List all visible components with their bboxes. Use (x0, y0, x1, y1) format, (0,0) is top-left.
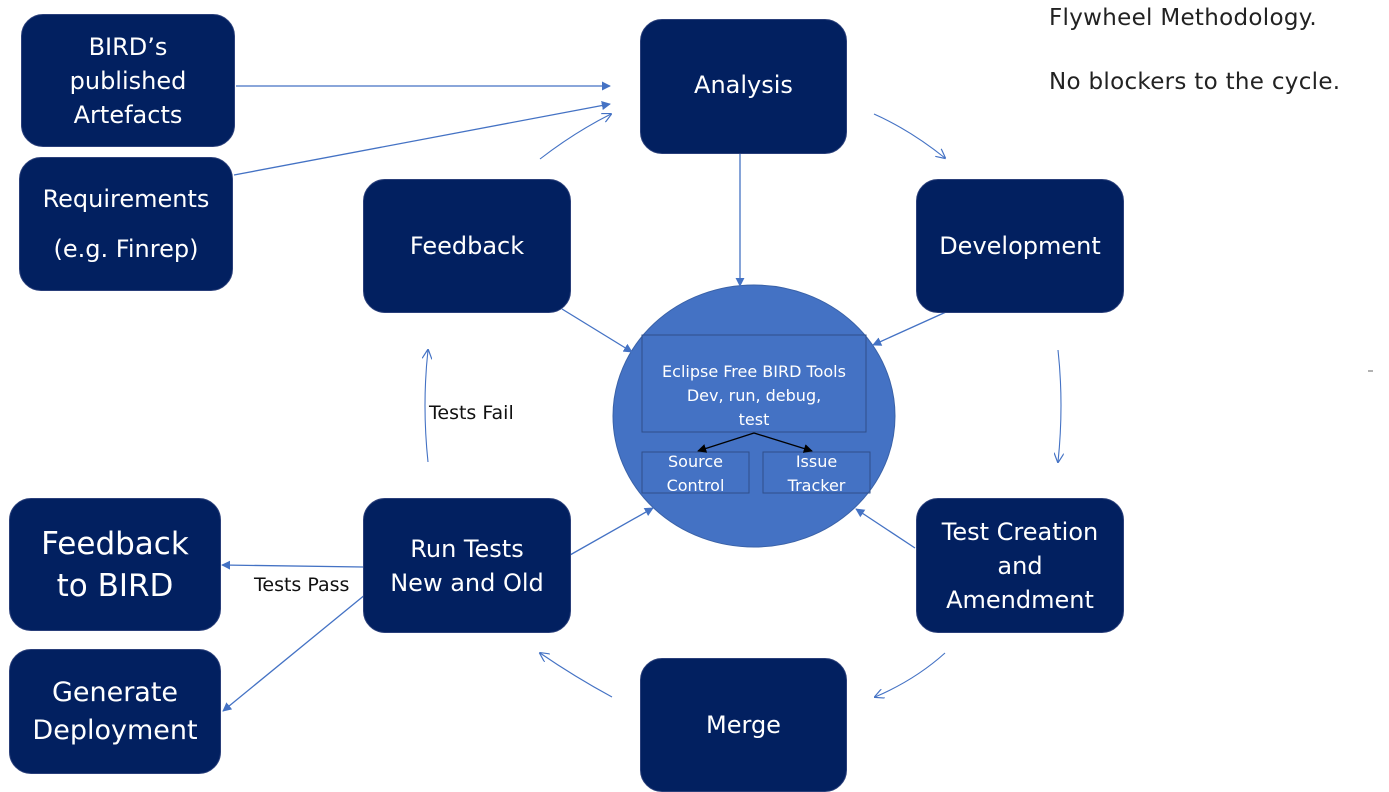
hub-source-control-label: Source Control (666, 452, 725, 495)
edge-feedback-to-analysis (539, 114, 611, 160)
edge-run-tests-to-feedback-to-bird (221, 560, 364, 570)
edge-development-to-test-creation (1058, 349, 1061, 462)
edge-requirements-to-analysis (233, 101, 611, 176)
node-run-tests: Run Tests New and Old (363, 498, 571, 633)
hub-circle (612, 284, 896, 548)
edge-run-tests-to-generate-deployment (222, 593, 367, 712)
edge-label-tests-fail: Tests Fail (429, 402, 514, 424)
edge-analysis-to-development (873, 113, 945, 158)
hub-tools-frame (641, 334, 867, 433)
hub-tools-label: Eclipse Free BIRD Tools Dev, run, debug,… (662, 362, 846, 429)
node-bird-artefacts: BIRD’s published Artefacts (21, 14, 235, 147)
edge-test-creation-to-merge (875, 652, 946, 697)
note-subtitle: No blockers to the cycle. (1049, 69, 1341, 95)
edge-merge-to-run-tests (540, 653, 613, 698)
hub-issue-tracker-frame (762, 451, 871, 494)
node-requirements: Requirements (e.g. Finrep) (19, 157, 233, 291)
node-feedback: Feedback (363, 179, 571, 313)
hub-arrow-to-issue-tracker (753, 432, 813, 453)
edge-run-tests-to-hub (569, 507, 654, 556)
note-title: Flywheel Methodology. (1049, 5, 1317, 31)
node-feedback-to-bird: Feedback to BIRD (9, 498, 221, 631)
node-test-creation: Test Creation and Amendment (916, 498, 1124, 633)
node-generate-deployment: Generate Deployment (9, 649, 221, 774)
node-analysis: Analysis (640, 19, 847, 154)
hub-issue-tracker-label: Issue Tracker (787, 452, 846, 495)
edge-run-tests-to-feedback (425, 350, 428, 463)
hub-source-control-frame (641, 451, 750, 494)
node-development: Development (916, 179, 1124, 313)
node-merge: Merge (640, 658, 847, 792)
hub-arrow-to-source-control (697, 432, 755, 453)
edge-test-creation-to-hub (855, 508, 916, 549)
edge-development-to-hub (872, 311, 947, 346)
edge-feedback-to-hub (561, 308, 633, 353)
edge-label-tests-pass: Tests Pass (254, 574, 350, 596)
